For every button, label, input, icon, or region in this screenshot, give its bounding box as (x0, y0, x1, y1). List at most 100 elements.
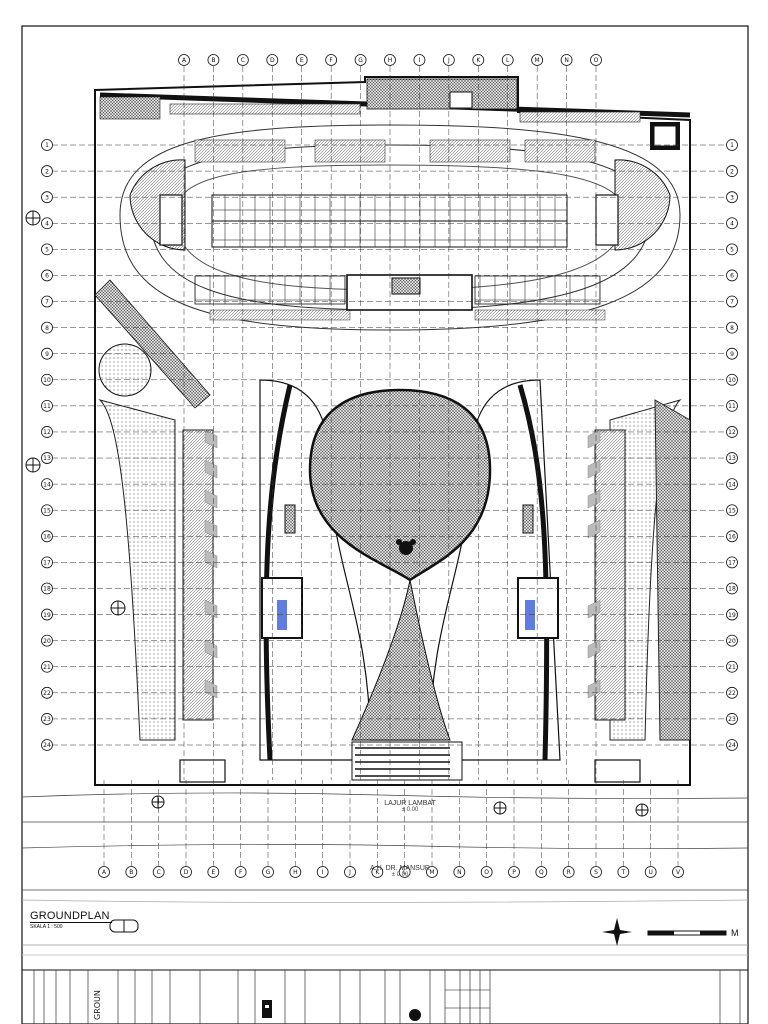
diagonal-parking-left (94, 279, 211, 409)
scale-unit-label: M (731, 928, 739, 938)
svg-text:11: 11 (728, 403, 736, 410)
grid-bubble-left: 8 (41, 321, 53, 334)
grid-bubble-left: 2 (41, 165, 53, 177)
svg-text:H: H (388, 57, 393, 64)
grid-bubble-bottom: N (453, 866, 466, 878)
svg-text:R: R (567, 869, 571, 876)
grid-bubble-right: 3 (726, 191, 738, 204)
grid-bubble-top: B (207, 54, 220, 66)
svg-text:22: 22 (728, 690, 736, 697)
grid-bubble-bottom: M (426, 866, 438, 878)
grid-bubble-right: 6 (726, 269, 738, 282)
svg-text:2: 2 (730, 168, 734, 175)
title-block-drawing-label: GROUN (93, 990, 102, 1020)
grid-bubble-top: G (354, 54, 367, 66)
street-lines (21, 792, 749, 956)
svg-text:C: C (241, 57, 245, 64)
svg-text:O: O (594, 57, 599, 64)
grid-bubble-right: 11 (726, 399, 738, 412)
grid-bubble-bottom: K (371, 866, 384, 878)
svg-text:10: 10 (43, 377, 51, 384)
upper-parking-stalls (194, 139, 606, 321)
svg-text:Q: Q (539, 869, 544, 876)
grid-bubble-left: 5 (41, 243, 53, 256)
grid-bubble-right: 20 (726, 634, 738, 647)
grid-bubble-right: 17 (726, 556, 738, 569)
grid-bubble-right: 1 (726, 139, 738, 151)
svg-text:22: 22 (43, 690, 51, 697)
svg-text:3: 3 (45, 194, 49, 201)
grid-bubble-bottom: L (398, 866, 411, 878)
svg-text:12: 12 (728, 429, 736, 436)
grid-bubble-top: A (178, 54, 190, 66)
grid-bubble-left: 14 (41, 478, 53, 491)
grid-bubble-left: 15 (41, 504, 53, 517)
svg-text:G: G (266, 869, 271, 876)
svg-text:19: 19 (43, 612, 51, 619)
grid-bubble-left: 22 (41, 686, 53, 699)
svg-text:7: 7 (45, 299, 49, 306)
grid-bubble-bottom: S (590, 866, 602, 878)
grid-bubble-left: 16 (41, 530, 53, 543)
svg-text:B: B (211, 57, 215, 64)
svg-text:B: B (129, 869, 133, 876)
grid-bubble-right: 13 (726, 452, 738, 464)
svg-text:16: 16 (728, 534, 736, 541)
svg-text:13: 13 (43, 455, 51, 462)
svg-text:19: 19 (728, 612, 736, 619)
svg-text:17: 17 (728, 560, 736, 567)
side-wings (98, 398, 691, 741)
svg-text:20: 20 (728, 638, 736, 645)
building-outline (94, 76, 691, 786)
grid-bubble-bottom: T (617, 866, 630, 878)
grid-bubble-right: 12 (726, 426, 738, 438)
svg-text:11: 11 (43, 403, 51, 410)
grid-bubble-top: H (384, 54, 396, 66)
grid-bubble-left: 13 (41, 452, 53, 464)
grid-bubble-bottom: Q (535, 866, 548, 878)
svg-text:N: N (564, 57, 569, 64)
svg-text:20: 20 (43, 638, 51, 645)
grid-bubble-bottom: I (316, 866, 329, 878)
svg-text:I: I (322, 869, 324, 876)
grid-bubble-right: 9 (726, 347, 738, 360)
grid-bubble-right: 14 (726, 478, 738, 491)
svg-text:18: 18 (43, 586, 51, 593)
svg-text:H: H (293, 869, 298, 876)
svg-text:5: 5 (45, 247, 49, 254)
svg-text:D: D (270, 57, 275, 64)
svg-text:14: 14 (43, 481, 51, 488)
svg-text:8: 8 (45, 325, 49, 332)
svg-text:4: 4 (45, 220, 49, 227)
svg-text:1: 1 (730, 142, 734, 149)
svg-text:2: 2 (45, 168, 49, 175)
grid-bubble-bottom: E (207, 866, 220, 878)
svg-text:K: K (476, 57, 481, 64)
svg-text:K: K (375, 869, 380, 876)
svg-text:10: 10 (728, 377, 736, 384)
main-street-label: A.H. DR. MANSUR ± 0.00 (340, 865, 460, 878)
angled-stalls (204, 429, 601, 699)
grid-bubble-left: 3 (41, 191, 53, 204)
grid-bubble-left: 9 (41, 347, 53, 360)
grid-bubble-right: 4 (726, 217, 738, 230)
grid-bubble-top: F (325, 54, 338, 66)
svg-text:T: T (620, 869, 625, 876)
svg-text:23: 23 (728, 716, 736, 723)
svg-text:5: 5 (730, 247, 734, 254)
svg-text:12: 12 (43, 429, 51, 436)
svg-text:J: J (348, 869, 351, 876)
grid-bubble-right: 21 (726, 660, 738, 673)
grid-bubble-left: 7 (41, 295, 53, 308)
svg-text:23: 23 (43, 716, 51, 723)
svg-text:F: F (329, 57, 333, 64)
svg-text:P: P (512, 869, 516, 876)
drawing-scale: SKALA 1 : 500 (30, 924, 63, 930)
grid-bubble-bottom: A (98, 866, 110, 878)
svg-text:A: A (182, 57, 187, 64)
svg-text:D: D (184, 869, 189, 876)
svg-text:6: 6 (730, 273, 734, 280)
